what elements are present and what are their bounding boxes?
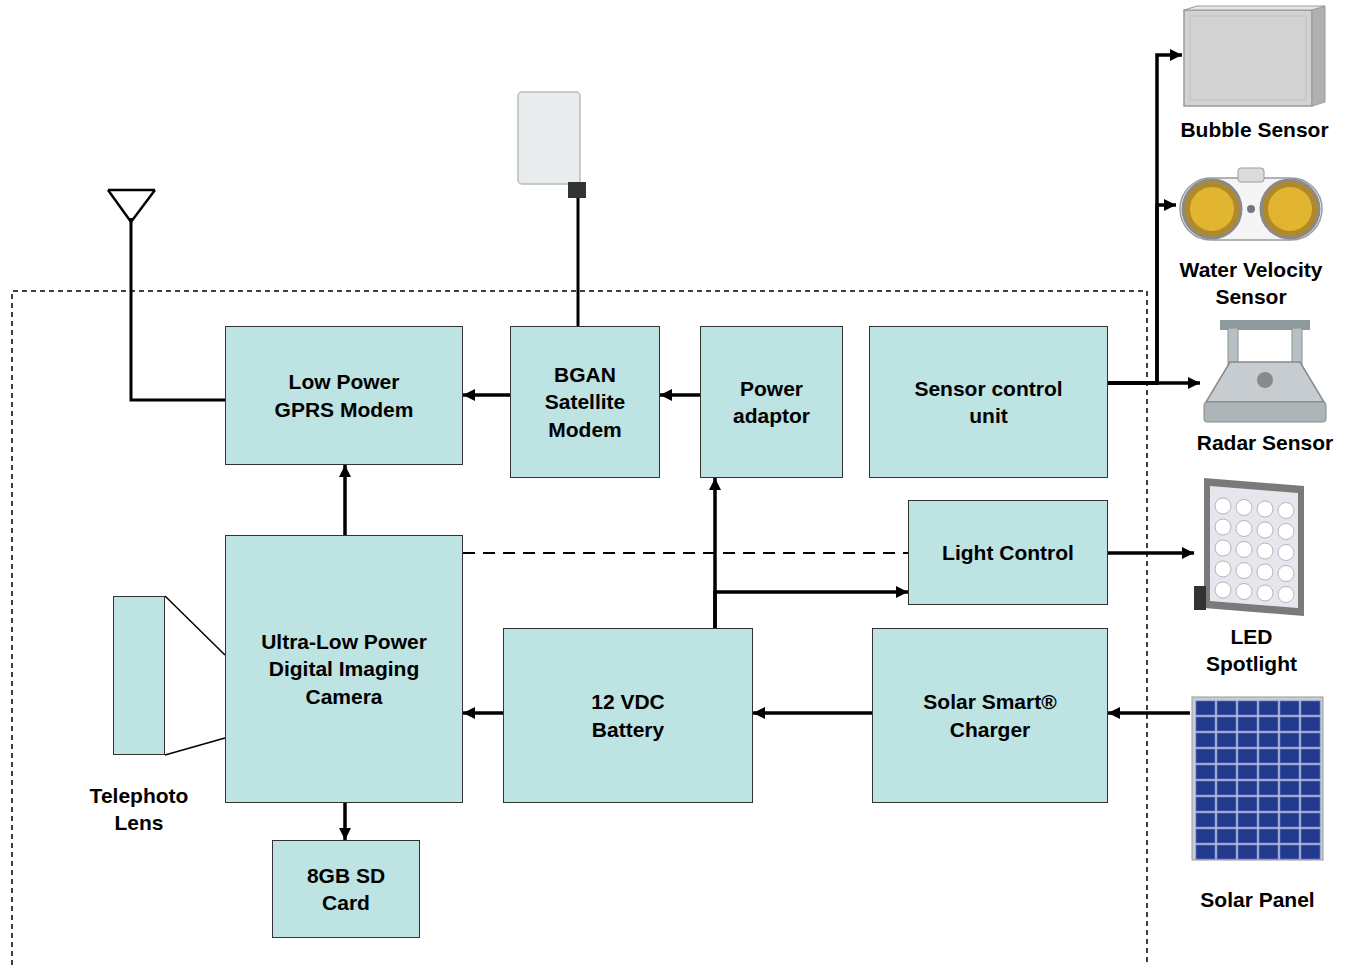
process-box: Sensor control unit [869, 326, 1108, 478]
process-box: Power adaptor [700, 326, 843, 478]
sensor-picture: Water Velocity Sensor [1176, 162, 1326, 252]
gprs-antenna-head [108, 190, 155, 222]
box-label: Sensor control unit [914, 375, 1064, 430]
process-box: Ultra-Low Power Digital Imaging Camera [225, 535, 463, 803]
box-label: Low Power GPRS Modem [264, 368, 424, 423]
gprs-antenna [131, 218, 225, 400]
connector [463, 711, 503, 715]
enclosure-outline [12, 291, 1147, 965]
sensor-picture-art [1182, 4, 1327, 108]
connector [660, 393, 700, 397]
bgan-antenna-cable [577, 198, 580, 326]
process-box: Solar Smart® Charger [872, 628, 1108, 803]
caption-label: Bubble Sensor [1180, 116, 1328, 143]
caption-label: LED Spotlight [1192, 623, 1312, 678]
bgan-antenna-panel [518, 92, 580, 184]
connector [463, 552, 908, 554]
caption-label: Solar Panel [1200, 886, 1314, 913]
sensor-picture: Bubble Sensor [1182, 4, 1327, 108]
box-label: Ultra-Low Power Digital Imaging Camera [244, 628, 444, 710]
box-label: 8GB SD Card [296, 862, 396, 917]
connector [463, 393, 510, 397]
connector [165, 596, 225, 755]
process-box: 12 VDC Battery [503, 628, 753, 803]
box-label: Light Control [942, 539, 1074, 566]
sensor-picture-art [1176, 162, 1326, 252]
connector [1108, 381, 1200, 385]
connector [753, 711, 872, 715]
process-box: 8GB SD Card [272, 840, 420, 938]
connector [1108, 205, 1176, 383]
bgan-antenna-connector [568, 182, 586, 198]
connector [715, 592, 908, 628]
box-label: Solar Smart® Charger [910, 688, 1070, 743]
box-label: BGAN Satellite Modem [529, 361, 641, 443]
caption-label: Telephoto Lens [74, 782, 204, 837]
caption-label: Water Velocity Sensor [1161, 256, 1341, 311]
process-box: Low Power GPRS Modem [225, 326, 463, 465]
process-box: BGAN Satellite Modem [510, 326, 660, 478]
sensor-picture: Radar Sensor [1200, 318, 1330, 426]
lens-box: Telephoto Lens [113, 596, 165, 755]
connector [343, 465, 347, 535]
solar-panel-picture-art [1190, 695, 1325, 862]
spotlight-picture: LED Spotlight [1194, 474, 1309, 619]
spotlight-picture-art [1194, 474, 1309, 619]
process-box: Light Control [908, 500, 1108, 605]
box-label: 12 VDC Battery [573, 688, 683, 743]
connector [1108, 55, 1182, 383]
connector [343, 803, 347, 840]
connector [1108, 711, 1190, 715]
caption-label: Radar Sensor [1197, 429, 1334, 456]
solar-panel-picture: Solar Panel [1190, 695, 1325, 862]
connector [1108, 551, 1194, 555]
box-label: Power adaptor [722, 375, 822, 430]
sensor-picture-art [1200, 318, 1330, 426]
